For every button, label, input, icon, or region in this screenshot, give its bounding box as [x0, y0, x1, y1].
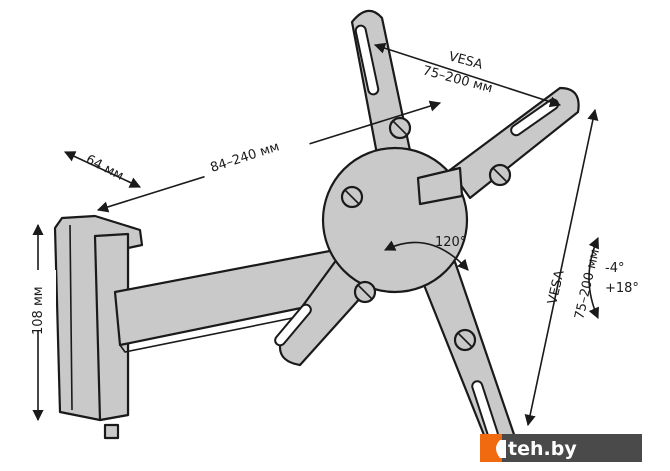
- plate-width-label: 64 мм: [83, 152, 126, 184]
- watermark-logo: teh.by: [480, 434, 642, 462]
- vesa-side-label: VESA: [545, 269, 567, 306]
- tilt-down-label: -4°: [605, 261, 624, 276]
- vesa-top-label: VESA: [447, 49, 484, 72]
- wall-plate: [53, 214, 144, 440]
- tilt-up-label: +18°: [605, 281, 639, 296]
- rotation-label: 120°: [435, 235, 466, 250]
- vesa-top-arrow: [373, 42, 562, 108]
- vesa-top-range: 75–200 мм: [421, 63, 494, 96]
- vesa-side-range: 75–200 мм: [572, 248, 603, 321]
- tilt-arrow: [588, 236, 599, 320]
- watermark-text: teh.by: [508, 438, 577, 460]
- vesa-side-arrow: [524, 108, 599, 427]
- plate-height-label: 108 мм: [31, 286, 46, 335]
